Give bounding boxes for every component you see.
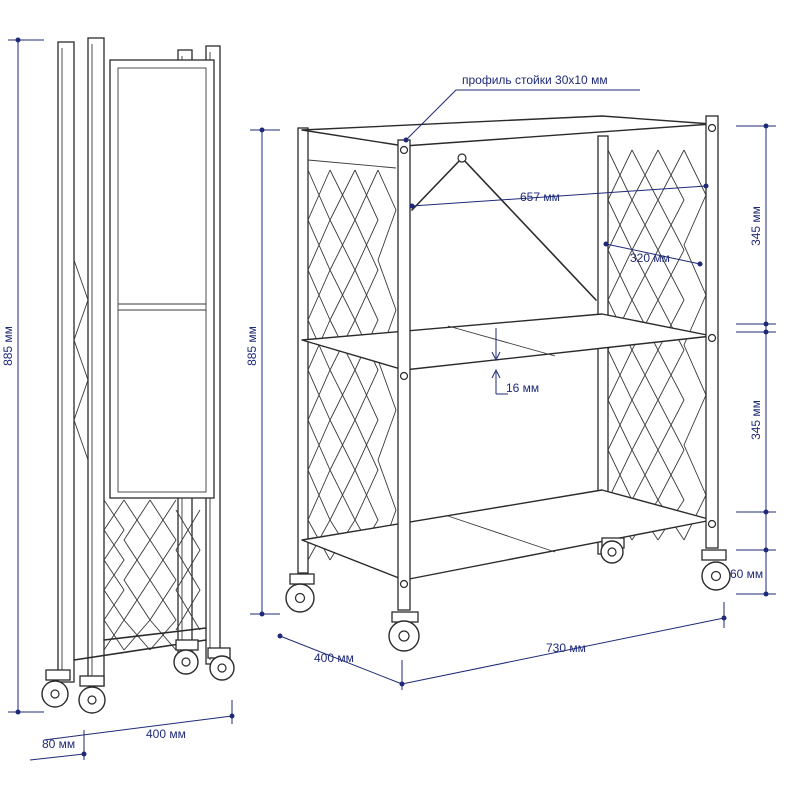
shelf-gap-label: 16 мм xyxy=(506,381,539,395)
profile-label: профиль стойки 30х10 мм xyxy=(462,73,608,87)
depth-front-label: 400 мм xyxy=(314,651,354,665)
folded-rack xyxy=(41,37,235,714)
height-folded-label: 885 мм xyxy=(1,326,15,366)
inner-depth-label: 320 мм xyxy=(630,251,670,265)
folded-upright-1 xyxy=(57,41,75,683)
depth-folded-label: 400 мм xyxy=(146,727,186,741)
front-right-upright xyxy=(705,115,719,549)
tier-lower-label: 345 мм xyxy=(749,400,763,440)
folded-upright-2 xyxy=(87,37,105,687)
back-left-upright xyxy=(297,127,309,574)
dimension-lines xyxy=(8,37,776,761)
height-front-label: 885 мм xyxy=(245,326,259,366)
thickness-folded-label: 80 мм xyxy=(42,737,75,751)
wheel-height-label: 60 мм xyxy=(730,567,763,581)
back-cross-brace xyxy=(411,157,597,301)
inner-width-label: 657 мм xyxy=(520,190,560,204)
top-shelf xyxy=(301,115,713,147)
open-rack-casters xyxy=(285,537,731,652)
tier-upper-label: 345 мм xyxy=(749,206,763,246)
folded-shelf-panel xyxy=(109,59,215,499)
right-side-lattice xyxy=(607,149,707,541)
middle-shelf xyxy=(301,313,713,371)
bottom-shelf xyxy=(301,489,713,581)
left-side-lattice xyxy=(307,159,397,561)
open-rack xyxy=(285,115,731,652)
folded-wheels xyxy=(41,639,235,714)
total-width-label: 730 мм xyxy=(546,641,586,655)
